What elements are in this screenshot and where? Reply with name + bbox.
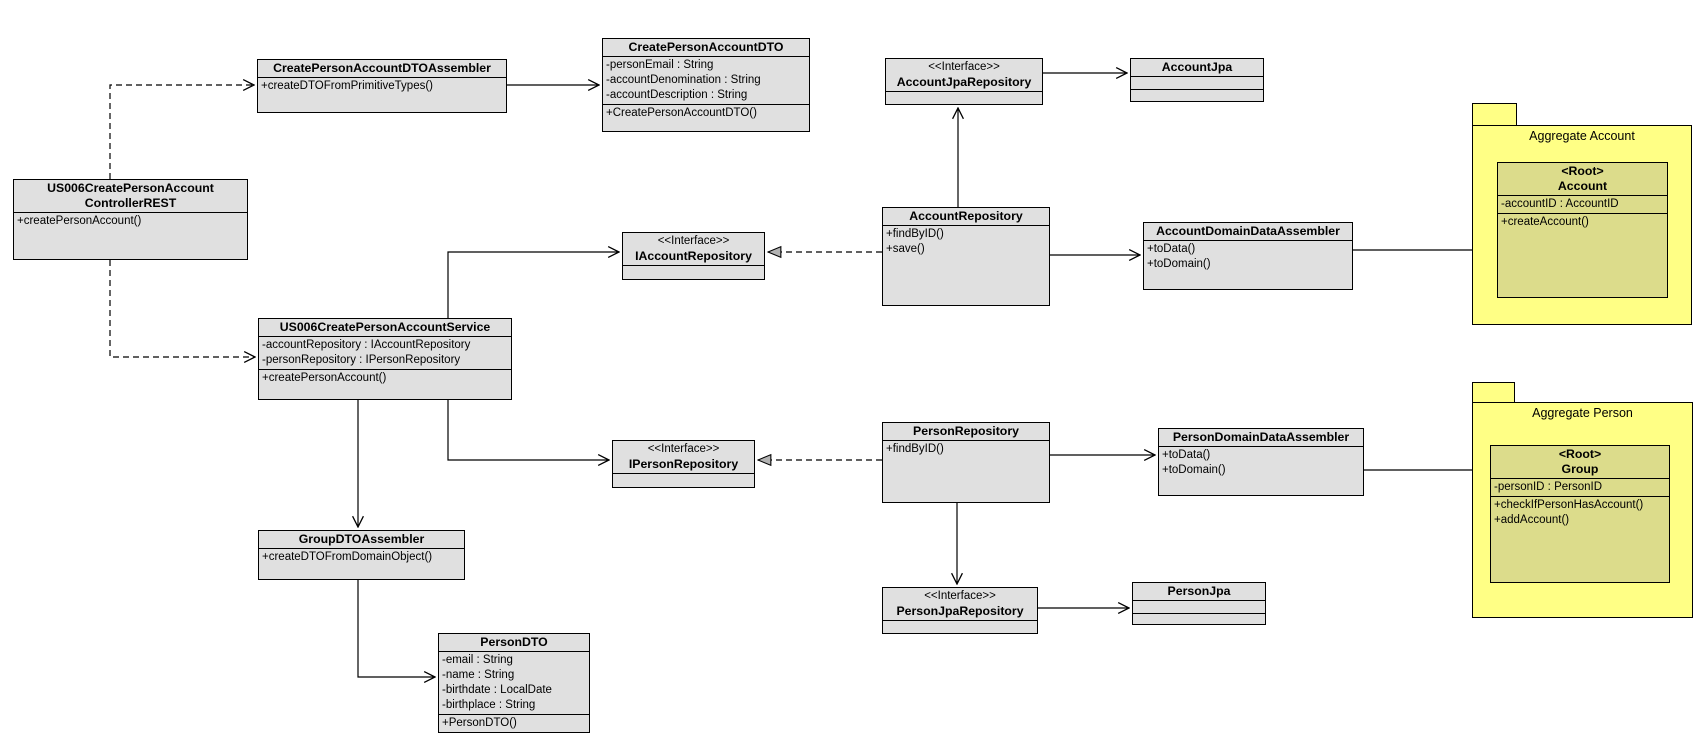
class-groupdtoassembler[interactable]: GroupDTOAssembler +createDTOFromDomainOb…: [258, 530, 465, 580]
class-account-root-methods: +createAccount(): [1501, 216, 1589, 228]
interface-personjparepository-body: [883, 621, 1037, 633]
class-persondomaindataassembler-methods: +toData() +toDomain(): [1162, 449, 1226, 476]
class-persondomaindataassembler[interactable]: PersonDomainDataAssembler +toData() +toD…: [1158, 428, 1364, 496]
class-service-attributes: -accountRepository : IAccountRepository …: [259, 337, 511, 370]
class-group-root-title: <Root> Group: [1491, 446, 1669, 479]
aggregate-person-folder-tab[interactable]: [1472, 382, 1515, 403]
class-service-title: US006CreatePersonAccountService: [259, 319, 511, 337]
interface-ipersonrepository[interactable]: <<Interface>> IPersonRepository: [612, 440, 755, 488]
class-accountdomaindataassembler-title: AccountDomainDataAssembler: [1144, 223, 1352, 241]
interface-personjparepository[interactable]: <<Interface>> PersonJpaRepository: [882, 587, 1038, 634]
class-personrepository[interactable]: PersonRepository +findByID(): [882, 422, 1050, 503]
class-controller-title: US006CreatePersonAccount ControllerREST: [14, 180, 247, 213]
class-createpersonaccountdto[interactable]: CreatePersonAccountDTO -personEmail : St…: [602, 38, 810, 132]
interface-accountjparepository[interactable]: <<Interface>> AccountJpaRepository: [885, 58, 1043, 105]
interface-iaccountrepository-title: <<Interface>> IAccountRepository: [623, 233, 764, 266]
class-service-methods: +createPersonAccount(): [262, 372, 387, 384]
class-accountrepository-methods: +findByID() +save(): [886, 228, 944, 255]
class-personjpa-title: PersonJpa: [1133, 583, 1265, 601]
class-personjpa-attributes: [1133, 601, 1265, 614]
class-personjpa[interactable]: PersonJpa: [1132, 582, 1266, 625]
interface-iaccountrepository-body: [623, 266, 764, 279]
class-controller[interactable]: US006CreatePersonAccount ControllerREST …: [13, 179, 248, 260]
class-group-root[interactable]: <Root> Group -personID : PersonID +check…: [1490, 445, 1670, 583]
interface-accountjparepository-body: [886, 92, 1042, 104]
class-accountjpa[interactable]: AccountJpa: [1130, 58, 1264, 102]
class-service[interactable]: US006CreatePersonAccountService -account…: [258, 318, 512, 400]
class-account-root-title: <Root> Account: [1498, 163, 1667, 196]
aggregate-person-label: Aggregate Person: [1532, 406, 1633, 420]
class-persondto-title: PersonDTO: [439, 634, 589, 652]
interface-ipersonrepository-title: <<Interface>> IPersonRepository: [613, 441, 754, 474]
interface-accountjparepository-title: <<Interface>> AccountJpaRepository: [886, 59, 1042, 92]
class-accountdomaindataassembler[interactable]: AccountDomainDataAssembler +toData() +to…: [1143, 222, 1353, 290]
class-persondto-attributes: -email : String -name : String -birthdat…: [439, 652, 589, 715]
class-accountrepository-title: AccountRepository: [883, 208, 1049, 226]
class-groupdtoassembler-methods: +createDTOFromDomainObject(): [262, 551, 433, 563]
class-personrepository-title: PersonRepository: [883, 423, 1049, 441]
class-account-root-attributes: -accountID : AccountID: [1498, 196, 1667, 214]
aggregate-account-folder-tab[interactable]: [1472, 103, 1517, 126]
class-accountrepository[interactable]: AccountRepository +findByID() +save(): [882, 207, 1050, 306]
class-createpersonaccountdtoassembler[interactable]: CreatePersonAccountDTOAssembler +createD…: [257, 59, 507, 113]
class-createpersonaccountdto-attributes: -personEmail : String -accountDenominati…: [603, 57, 809, 105]
class-persondomaindataassembler-title: PersonDomainDataAssembler: [1159, 429, 1363, 447]
aggregate-account-label: Aggregate Account: [1529, 129, 1635, 143]
class-accountjpa-attributes: [1131, 77, 1263, 90]
interface-personjparepository-title: <<Interface>> PersonJpaRepository: [883, 588, 1037, 621]
dependency-controller-to-service[interactable]: [109, 260, 255, 357]
class-accountdomaindataassembler-methods: +toData() +toDomain(): [1147, 243, 1211, 270]
class-personjpa-methods: [1133, 614, 1265, 624]
class-createpersonaccountdto-methods: +CreatePersonAccountDTO(): [606, 107, 757, 119]
class-createpersonaccountdto-title: CreatePersonAccountDTO: [603, 39, 809, 57]
class-createpersonaccountdtoassembler-methods: +createDTOFromPrimitiveTypes(): [261, 80, 434, 92]
class-persondto[interactable]: PersonDTO -email : String -name : String…: [438, 633, 590, 733]
class-controller-methods: +createPersonAccount(): [17, 215, 142, 227]
interface-iaccountrepository[interactable]: <<Interface>> IAccountRepository: [622, 232, 765, 280]
class-account-root[interactable]: <Root> Account -accountID : AccountID +c…: [1497, 162, 1668, 298]
dependency-controller-to-dtoassembler[interactable]: [109, 85, 254, 179]
class-accountjpa-title: AccountJpa: [1131, 59, 1263, 77]
class-createpersonaccountdtoassembler-title: CreatePersonAccountDTOAssembler: [258, 60, 506, 78]
class-group-root-attributes: -personID : PersonID: [1491, 479, 1669, 497]
class-groupdtoassembler-title: GroupDTOAssembler: [259, 531, 464, 549]
class-accountjpa-methods: [1131, 90, 1263, 101]
association-service-to-ipersonrepository[interactable]: [447, 400, 609, 460]
association-groupdtoassembler-to-persondto[interactable]: [357, 580, 435, 677]
association-service-to-iaccountrepository[interactable]: [447, 252, 619, 318]
class-personrepository-methods: +findByID(): [886, 443, 944, 455]
class-group-root-methods: +checkIfPersonHasAccount() +addAccount(): [1494, 499, 1644, 526]
interface-ipersonrepository-body: [613, 474, 754, 487]
class-persondto-methods: +PersonDTO(): [442, 717, 517, 729]
